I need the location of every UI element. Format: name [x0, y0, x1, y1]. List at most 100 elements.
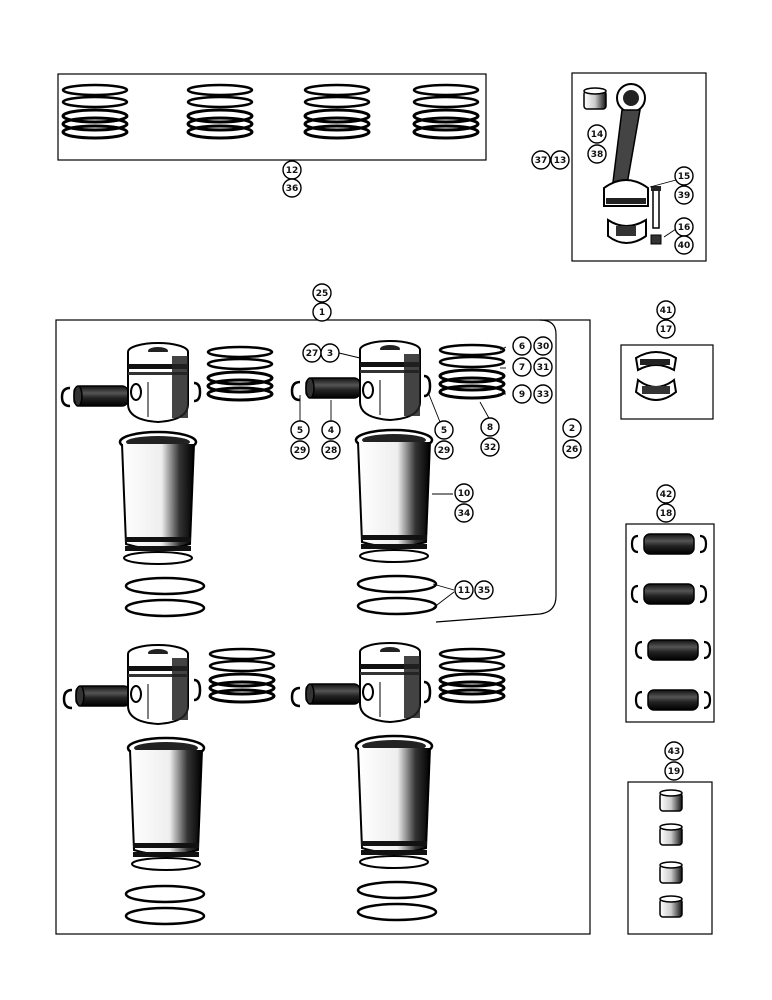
- callout-40: 40: [674, 235, 694, 255]
- callout-circle: [454, 580, 474, 600]
- pin-bushing: [659, 823, 683, 846]
- callout-number: 33: [537, 390, 550, 400]
- callout-circle: [480, 417, 500, 437]
- piston-ring-set: [61, 83, 129, 140]
- cylinder-unit-bottom-right: [290, 642, 506, 922]
- piston-ring-set: [303, 83, 371, 140]
- cylinder-unit-bottom-left: [62, 644, 276, 926]
- callout-34: 34: [454, 503, 474, 523]
- callout-19: 19: [664, 761, 684, 781]
- callout-11: 11: [454, 580, 474, 600]
- callout-number: 34: [458, 509, 471, 519]
- connecting-rod: [583, 83, 662, 245]
- callout-number: 17: [660, 325, 673, 335]
- callout-number: 40: [678, 241, 691, 251]
- callout-number: 9: [519, 390, 525, 400]
- callout-circle: [312, 283, 332, 303]
- ring-set-box: [57, 73, 487, 161]
- callout-circle: [674, 235, 694, 255]
- callout-circle: [434, 420, 454, 440]
- callout-circle: [290, 440, 310, 460]
- callout-number: 6: [519, 342, 525, 352]
- callout-number: 41: [660, 306, 673, 316]
- callout-12: 12: [282, 160, 302, 180]
- cylinder-unit-top-left: [60, 342, 274, 618]
- callout-circle: [533, 384, 553, 404]
- callout-number: 31: [537, 363, 550, 373]
- callout-10: 10: [454, 483, 474, 503]
- callout-number: 4: [328, 426, 334, 436]
- callout-circle: [474, 580, 494, 600]
- callout-25: 25: [312, 283, 332, 303]
- callout-circle: [674, 185, 694, 205]
- callout-9: 9: [512, 384, 532, 404]
- callout-circle: [656, 484, 676, 504]
- connecting-rod-box: [571, 72, 707, 262]
- callout-circle: [674, 166, 694, 186]
- callout-number: 2: [569, 424, 575, 434]
- callout-43: 43: [664, 741, 684, 761]
- callout-30: 30: [533, 336, 553, 356]
- callout-number: 1: [319, 308, 325, 318]
- callout-17: 17: [656, 319, 676, 339]
- callout-number: 14: [591, 130, 604, 140]
- callout-number: 29: [294, 446, 307, 456]
- callout-number: 35: [478, 586, 491, 596]
- callout-number: 7: [519, 363, 525, 373]
- callout-7: 7: [512, 357, 532, 377]
- callout-39: 39: [674, 185, 694, 205]
- callout-number: 42: [660, 490, 673, 500]
- callout-14: 14: [587, 124, 607, 144]
- callout-circle: [434, 440, 454, 460]
- callout-circle: [454, 503, 474, 523]
- callout-8: 8: [480, 417, 500, 437]
- callout-circle: [454, 483, 474, 503]
- callout-circle: [664, 761, 684, 781]
- callout-26: 26: [562, 439, 582, 459]
- callout-circle: [587, 144, 607, 164]
- pin-bushing: [659, 895, 683, 918]
- callout-1: 1: [312, 302, 332, 322]
- callout-number: 15: [678, 172, 691, 182]
- callout-6: 6: [512, 336, 532, 356]
- piston-pin-box: [625, 523, 715, 723]
- callout-number: 43: [668, 747, 681, 757]
- piston-pin-with-snap-rings: [634, 688, 712, 712]
- callout-number: 8: [487, 423, 493, 433]
- callout-29b: 29: [434, 440, 454, 460]
- callout-15: 15: [674, 166, 694, 186]
- bearing-shells: [634, 351, 678, 401]
- callout-number: 13: [554, 156, 567, 166]
- piston-ring-set: [412, 83, 480, 140]
- callout-18: 18: [656, 503, 676, 523]
- piston-pin-with-snap-rings: [634, 638, 712, 662]
- callout-41: 41: [656, 300, 676, 320]
- callout-number: 28: [325, 446, 338, 456]
- callout-29a: 29: [290, 440, 310, 460]
- callout-27: 27: [302, 343, 322, 363]
- callout-circle: [282, 178, 302, 198]
- piston-pin-with-snap-rings: [630, 532, 708, 556]
- callout-number: 18: [660, 509, 673, 519]
- callout-circle: [512, 336, 532, 356]
- callout-circle: [562, 418, 582, 438]
- pin-bushing: [659, 861, 683, 884]
- callout-number: 27: [306, 349, 319, 359]
- callout-circle: [533, 357, 553, 377]
- callout-3: 3: [320, 343, 340, 363]
- callout-circle: [664, 741, 684, 761]
- callout-circle: [321, 440, 341, 460]
- callout-33: 33: [533, 384, 553, 404]
- callout-number: 26: [566, 445, 579, 455]
- callout-number: 19: [668, 767, 681, 777]
- callout-circle: [480, 437, 500, 457]
- callout-35: 35: [474, 580, 494, 600]
- callout-38: 38: [587, 144, 607, 164]
- callout-circle: [290, 420, 310, 440]
- pin-bushing: [659, 789, 683, 812]
- callout-number: 25: [316, 289, 329, 299]
- callout-circle: [550, 150, 570, 170]
